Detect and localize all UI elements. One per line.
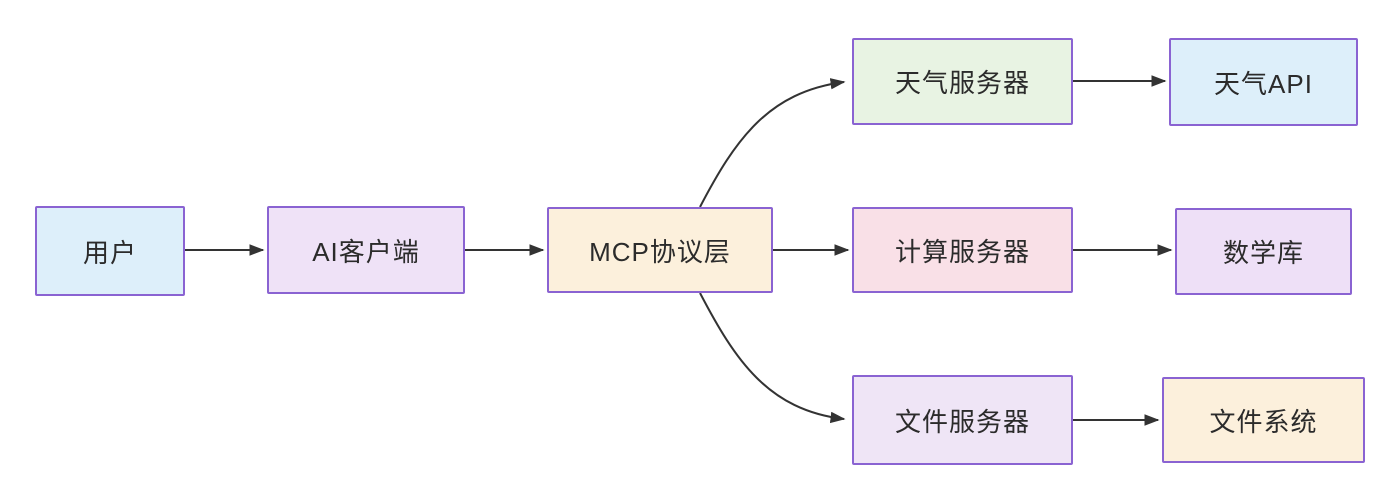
node-ai-client: AI客户端 xyxy=(267,206,465,294)
node-compute-server: 计算服务器 xyxy=(852,207,1073,293)
node-file-system: 文件系统 xyxy=(1162,377,1365,463)
node-weather-api-label: 天气API xyxy=(1214,68,1313,99)
node-user: 用户 xyxy=(35,206,185,296)
node-math-lib-label: 数学库 xyxy=(1222,238,1304,268)
node-file-server: 文件服务器 xyxy=(852,375,1073,465)
node-user-label: 用户 xyxy=(82,237,137,268)
edge-mcp-layer-to-weather-server xyxy=(699,78,846,208)
node-compute-server-label: 计算服务器 xyxy=(894,236,1030,267)
node-weather-api: 天气API xyxy=(1169,38,1358,126)
node-mcp-layer: MCP协议层 xyxy=(547,207,773,293)
node-ai-client-label: AI客户端 xyxy=(312,236,420,267)
node-weather-server-label: 天气服务器 xyxy=(894,68,1030,98)
node-file-server-label: 文件服务器 xyxy=(894,406,1030,437)
node-weather-server: 天气服务器 xyxy=(852,38,1073,125)
node-file-system-label: 文件系统 xyxy=(1209,406,1318,437)
node-mcp-layer-label: MCP协议层 xyxy=(589,236,731,267)
edge-mcp-layer-to-file-server xyxy=(699,292,846,424)
node-math-lib: 数学库 xyxy=(1175,208,1352,295)
